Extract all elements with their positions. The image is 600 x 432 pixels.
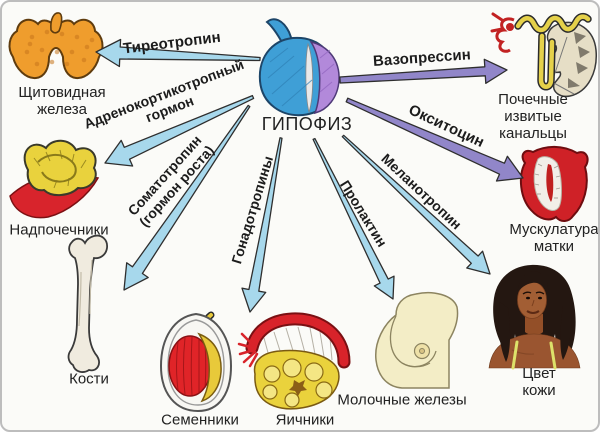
organ-label-thyroid: Щитовидная железа [18,84,106,118]
melanotropin-arrow [341,134,491,275]
hormone-arrows [95,38,524,313]
vasopressin-arrow [339,58,508,84]
bone-icon [67,234,108,373]
organ-label-kidney-tubules: Почечные извитые канальцы [498,90,568,142]
pituitary-icon [258,18,340,117]
somatotropin-arrow [123,104,251,291]
adrenal-icon [9,139,100,219]
organ-label-mammary: Молочные железы [337,391,467,409]
thyroid-icon [8,12,104,80]
organ-label-bones: Кости [69,370,109,388]
organ-label-adrenals: Надпочечники [9,221,109,239]
acth-arrow [104,94,255,167]
mammary-icon [375,291,459,389]
kidney-tubules-icon [490,12,597,98]
organ-label-testes: Семенники [161,411,239,429]
woman-photo [488,264,581,370]
oxytocin-arrow [345,97,524,182]
thyrotropin-arrow [95,38,261,68]
pituitary-title: ГИПОФИЗ [261,113,353,134]
organ-label-ovaries: Яичники [275,411,335,429]
organ-label-skin: Цвет кожи [522,365,556,399]
uterus-icon [519,145,589,222]
testis-icon [159,311,233,413]
gonadotropins-arrow [241,137,283,313]
organ-label-uterus: Мускулатура матки [509,221,599,255]
ovary-icon [237,312,351,410]
prolactin-arrow [312,137,395,300]
